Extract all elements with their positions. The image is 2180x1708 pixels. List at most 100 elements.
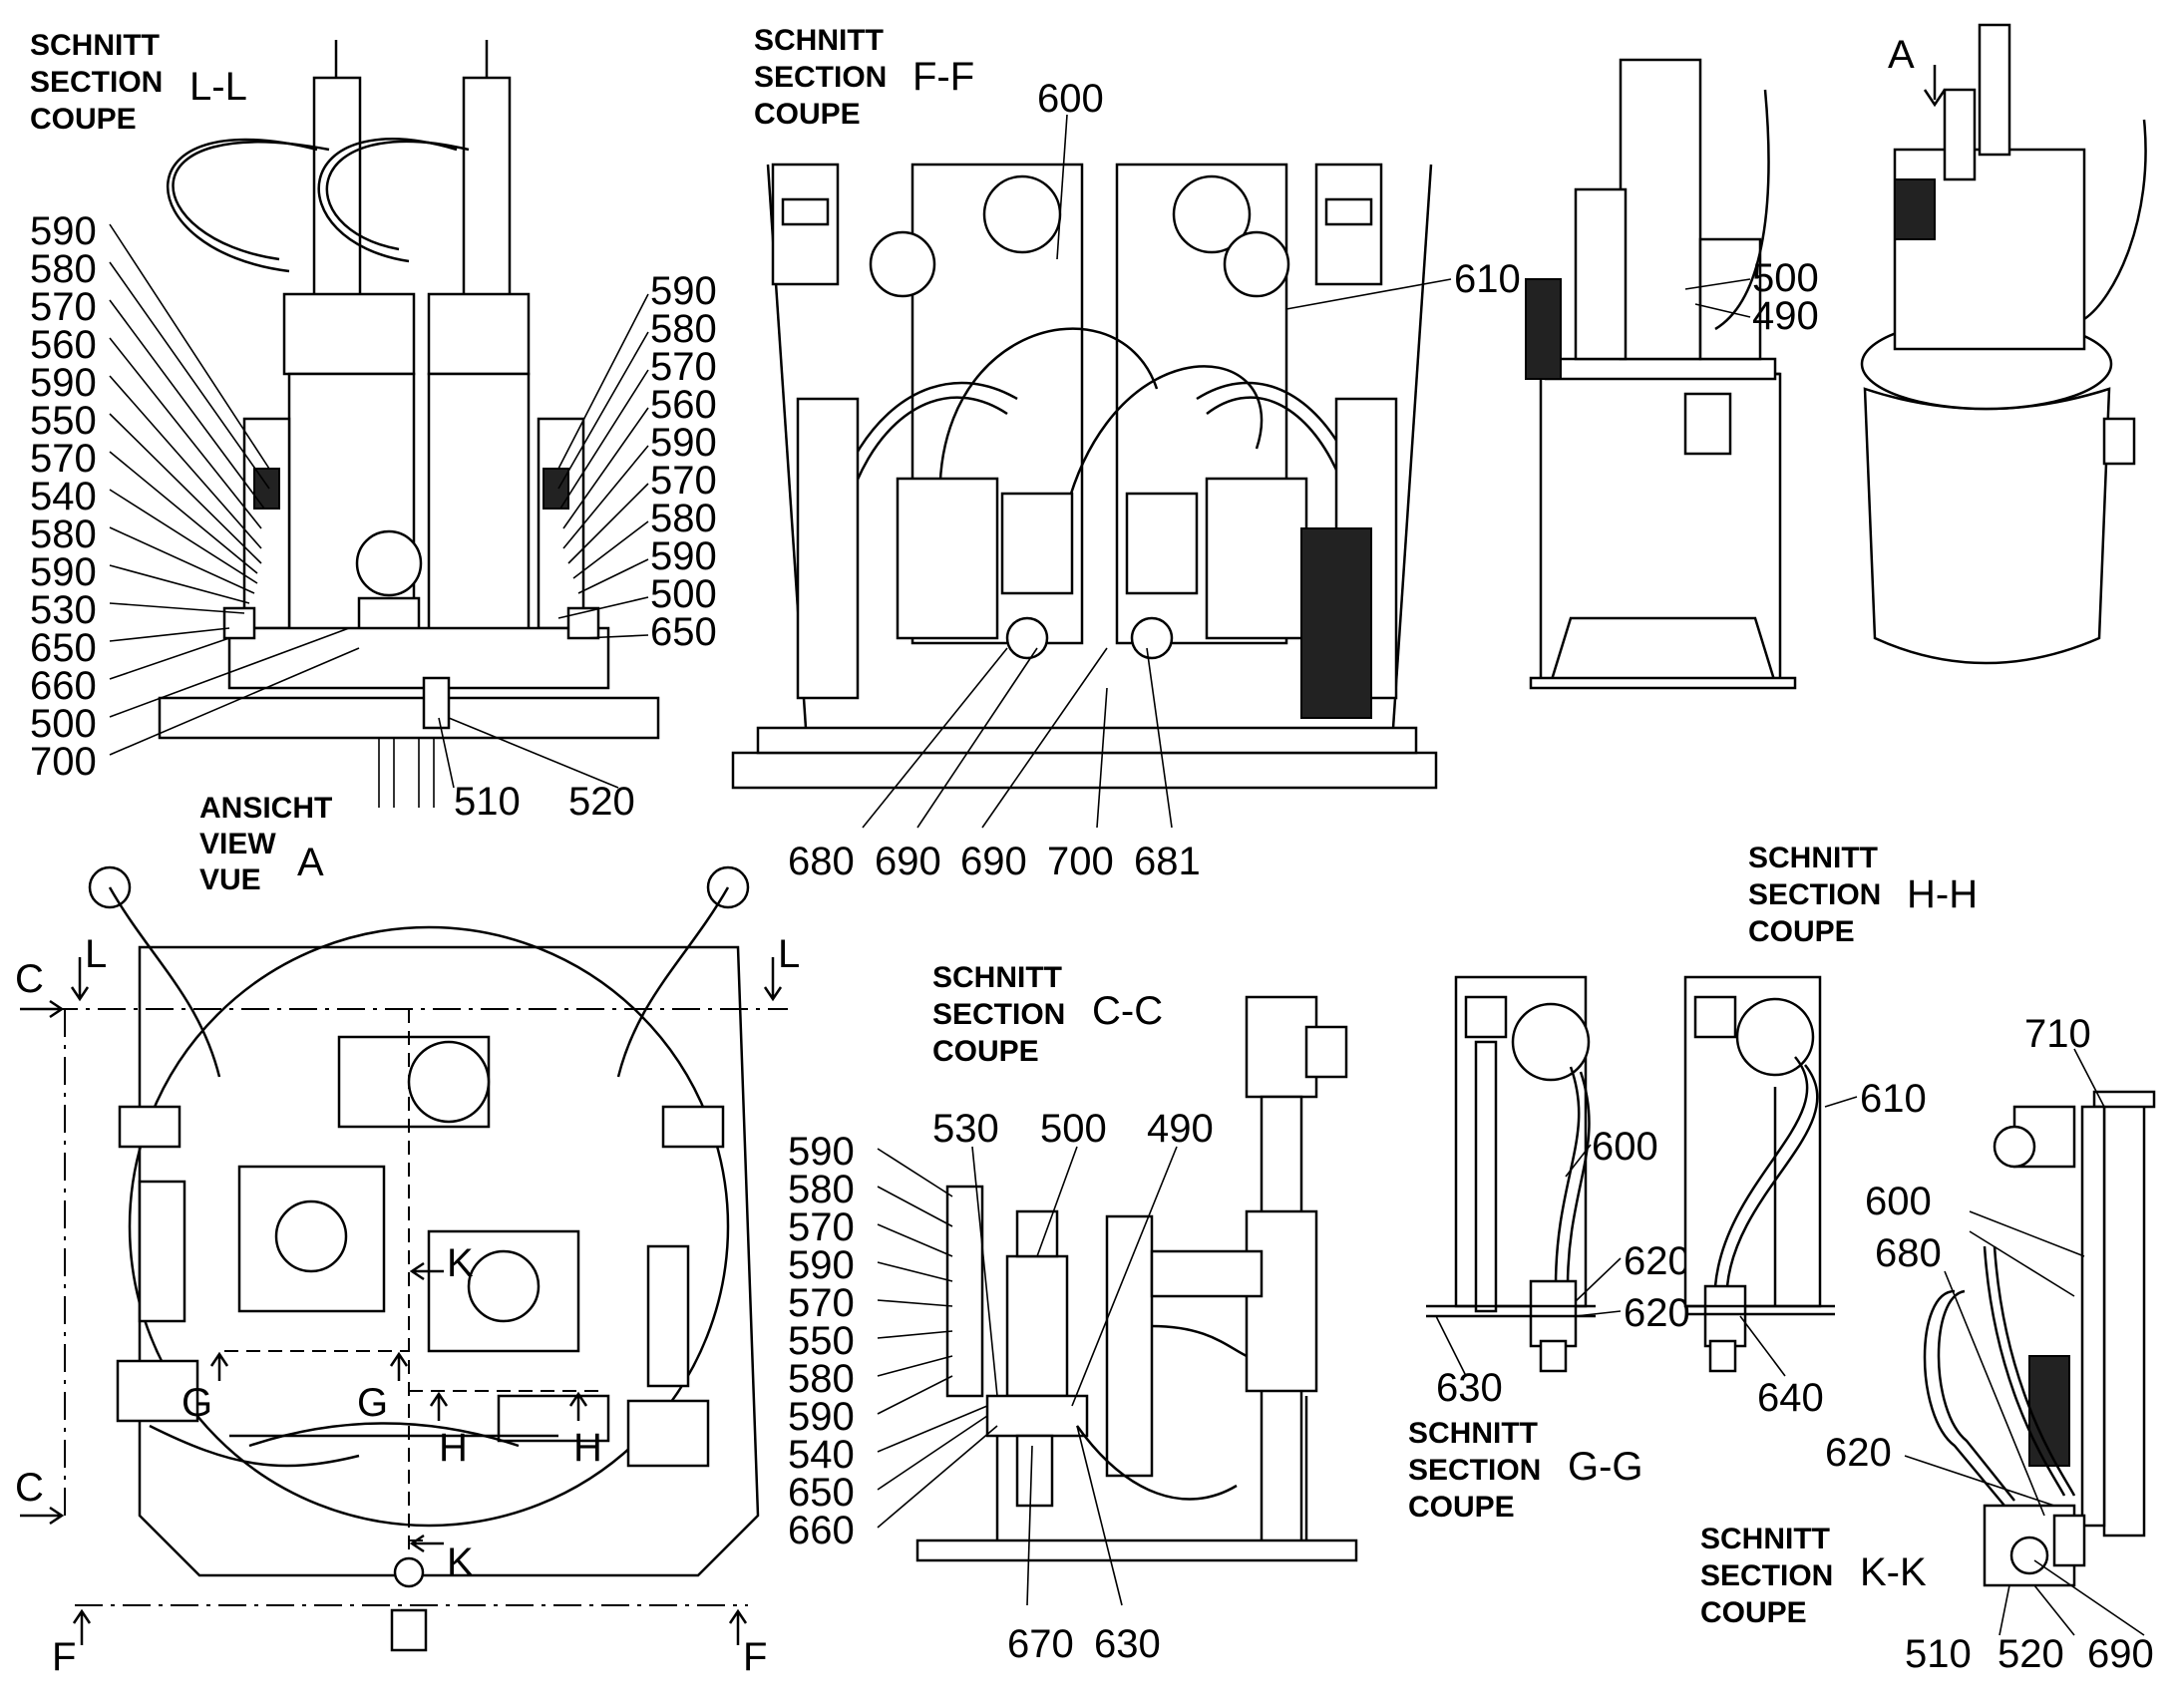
section-GG-leaders [1435, 1144, 1622, 1377]
section-CC-title-line2: SECTION [932, 998, 1065, 1031]
section-LL-callouts-left: 590 580 570 560 590 550 570 540 580 590 … [30, 209, 97, 784]
section-GG-callouts: 600 620 620 630 [1436, 1125, 1690, 1410]
section-GG-id: G-G [1568, 1445, 1643, 1489]
callout: 570 [30, 285, 97, 329]
section-F-label: F [52, 1635, 76, 1679]
section-CC-id: C-C [1092, 989, 1163, 1033]
section-LL-title-line3: COUPE [30, 103, 137, 136]
view-A-machine [88, 865, 760, 1652]
callout: 510 [454, 780, 521, 824]
callout: 690 [960, 840, 1027, 883]
callout: 620 [1825, 1431, 1892, 1475]
callout: 610 [1454, 257, 1521, 301]
section-H-label: H [573, 1426, 602, 1470]
callout: 590 [788, 1130, 855, 1174]
section-HH-view: SCHNITT SECTION COUPE H-H 610 640 [1683, 842, 1978, 1420]
section-KK-machine [1923, 1090, 2156, 1587]
callout: 660 [30, 664, 97, 708]
callout: 681 [1134, 840, 1201, 883]
callout: 590 [788, 1243, 855, 1287]
section-CC-leaders [877, 1146, 1178, 1606]
isometric-leaders [1684, 278, 1751, 318]
callout: 710 [2024, 1012, 2091, 1056]
callout: 570 [650, 345, 717, 389]
section-L-label: L [85, 932, 107, 976]
section-GG-title-line3: COUPE [1408, 1491, 1515, 1524]
section-LL-title-line2: SECTION [30, 66, 163, 99]
callout: 640 [1757, 1376, 1824, 1420]
section-L-label: L [778, 932, 800, 976]
callout: 650 [650, 610, 717, 654]
callout: 590 [788, 1395, 855, 1439]
callout: 580 [30, 512, 97, 556]
callout: 600 [1592, 1125, 1658, 1169]
callout: 690 [875, 840, 941, 883]
callout: 520 [568, 780, 635, 824]
callout: 500 [1752, 256, 1819, 300]
callout: 570 [30, 437, 97, 481]
callout: 590 [30, 550, 97, 594]
section-K-label: K [447, 1540, 474, 1584]
callout: 500 [1040, 1107, 1107, 1151]
callout: 700 [30, 740, 97, 784]
section-LL-machine [158, 40, 660, 808]
section-FF-title-line3: COUPE [754, 98, 861, 131]
callout: 500 [30, 702, 97, 746]
callout: 500 [650, 572, 717, 616]
section-HH-title-line3: COUPE [1748, 915, 1855, 948]
section-CC-title: SCHNITT SECTION COUPE C-C [932, 961, 1163, 1068]
callout: 590 [650, 534, 717, 578]
section-KK-title-line2: SECTION [1700, 1559, 1833, 1592]
section-HH-machine [1683, 975, 1835, 1373]
callout: 560 [30, 323, 97, 367]
callout: 540 [30, 475, 97, 518]
callout: 590 [30, 361, 97, 405]
section-H-label: H [439, 1426, 468, 1470]
section-FF-title-line2: SECTION [754, 61, 887, 94]
section-G-label: G [182, 1381, 212, 1425]
section-GG-title-line1: SCHNITT [1408, 1417, 1538, 1450]
callout: 620 [1624, 1239, 1690, 1283]
view-A-arrow-label: A [1888, 33, 1915, 77]
callout: 590 [650, 269, 717, 313]
callout: 630 [1094, 1622, 1161, 1666]
callout: 530 [932, 1107, 999, 1151]
section-FF-view: SCHNITT SECTION COUPE F-F [731, 24, 1521, 883]
section-GG-machine [1426, 975, 1596, 1373]
section-GG-title-line2: SECTION [1408, 1454, 1541, 1487]
section-KK-view: 710 600 680 620 510 520 690 SCHNITT SECT… [1700, 1012, 2156, 1676]
section-LL-view: SCHNITT SECTION COUPE L-L [30, 29, 717, 824]
callout: 490 [1147, 1107, 1214, 1151]
section-CC-title-line3: COUPE [932, 1035, 1039, 1068]
section-HH-id: H-H [1907, 872, 1978, 916]
callout: 680 [788, 840, 855, 883]
isometric-views: A 500 490 [1525, 23, 2147, 690]
isometric-view-right: A [1860, 23, 2147, 665]
section-LL-leaders [109, 223, 649, 789]
section-KK-title-line3: COUPE [1700, 1596, 1807, 1629]
callout: 540 [788, 1433, 855, 1477]
callout: 670 [1007, 1622, 1074, 1666]
callout: 580 [650, 307, 717, 351]
callout: 580 [788, 1168, 855, 1211]
view-A: ANSICHT VIEW VUE A [15, 792, 800, 1679]
callout: 600 [1037, 77, 1104, 121]
view-A-title-line3: VUE [199, 863, 261, 896]
callout: 580 [788, 1357, 855, 1401]
section-LL-id: L-L [189, 65, 247, 109]
section-C-label: C [15, 957, 44, 1001]
callout: 690 [2087, 1632, 2154, 1676]
section-HH-title-line1: SCHNITT [1748, 842, 1878, 874]
callout: 550 [30, 399, 97, 443]
callout: 490 [1752, 294, 1819, 338]
callout: 620 [1624, 1291, 1690, 1335]
callout: 590 [650, 421, 717, 465]
section-HH-title: SCHNITT SECTION COUPE H-H [1748, 842, 1978, 948]
section-CC-title-line1: SCHNITT [932, 961, 1062, 994]
section-FF-title-line1: SCHNITT [754, 24, 884, 57]
callout: 530 [30, 588, 97, 632]
section-KK-callouts: 710 600 680 620 510 520 690 [1825, 1012, 2154, 1676]
section-LL-callouts-bottom: 510 520 [454, 780, 635, 824]
section-FF-title: SCHNITT SECTION COUPE F-F [754, 24, 974, 131]
section-GG-view: 600 620 620 630 SCHNITT SECTION COUPE G-… [1408, 975, 1690, 1524]
